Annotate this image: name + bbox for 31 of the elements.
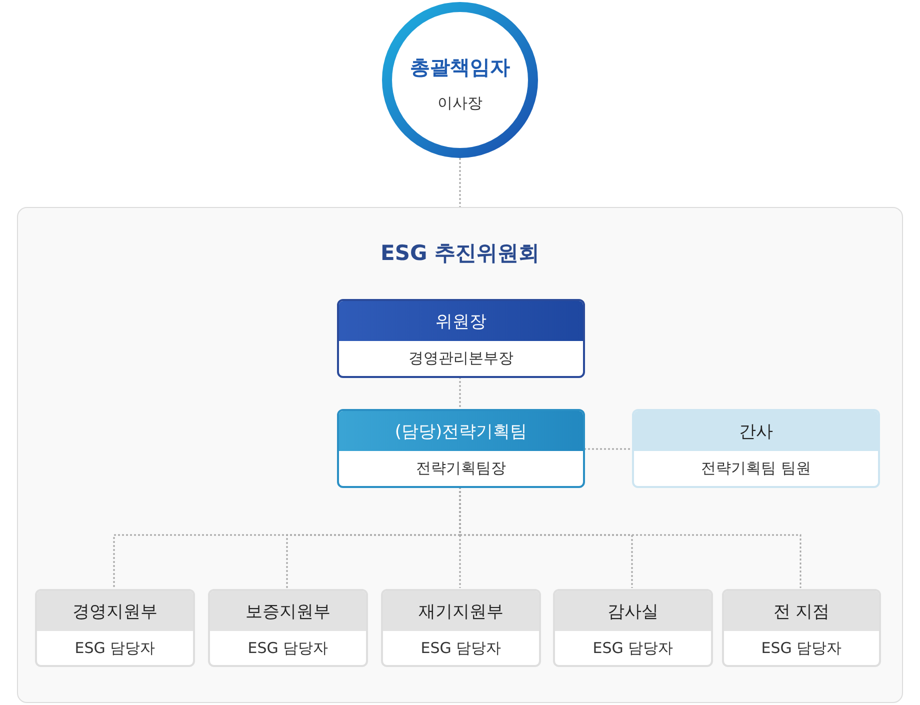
panel-title: ESG 추진위원회: [379, 240, 541, 267]
box-body-text: ESG 담당자: [592, 638, 674, 658]
role-name: 이사장: [436, 94, 484, 113]
org-box: [35, 589, 195, 667]
box-body-text: ESG 담당자: [760, 638, 843, 658]
box-body-text: 전략기획팀장: [415, 458, 507, 479]
box-header: 간사: [634, 411, 878, 451]
org-box: [381, 589, 541, 667]
role-title: 총괄책임자: [409, 54, 511, 81]
committee-panel: [17, 207, 903, 703]
org-box: [337, 409, 585, 488]
box-header: 전 지점: [724, 591, 879, 631]
org-box: [632, 409, 880, 488]
org-box: [208, 589, 368, 667]
box-body-text: 전략기획팀 팀원: [700, 458, 812, 479]
connector-line: [459, 158, 461, 207]
box-header: (담당)전략기획팀: [339, 411, 583, 451]
box-body-text: ESG 담당자: [246, 638, 330, 658]
org-box: [337, 299, 585, 378]
connector-line: [459, 377, 461, 408]
org-box: [722, 589, 881, 667]
box-header: 위원장: [339, 301, 583, 341]
org-box: [553, 589, 713, 667]
box-header: 재기지원부: [383, 591, 539, 631]
box-header: 감사실: [555, 591, 711, 631]
box-body-text: 경영관리본부장: [408, 348, 514, 369]
box-header: 보증지원부: [210, 591, 366, 631]
box-header: 경영지원부: [37, 591, 193, 631]
box-body-text: ESG 담당자: [420, 638, 502, 658]
connector-line: [584, 448, 631, 450]
box-body-text: ESG 담당자: [74, 638, 156, 658]
